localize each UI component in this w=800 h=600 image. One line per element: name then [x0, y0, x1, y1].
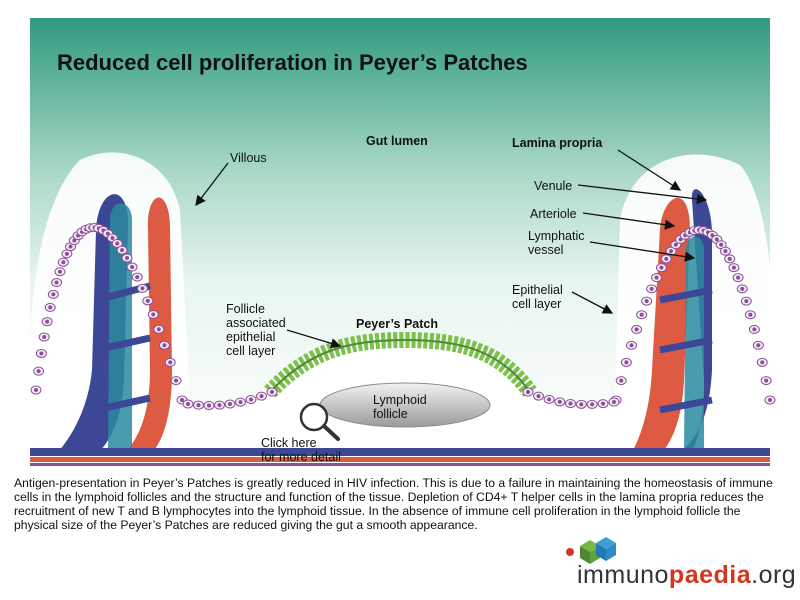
left-villus — [55, 194, 172, 455]
left-lymphatic-vessel — [108, 203, 132, 450]
label-arteriole: Arteriole — [530, 207, 577, 221]
label-follicle-associated-epithelium: Follicle associated epithelial cell laye… — [226, 302, 286, 358]
base-vessel-purple — [30, 463, 770, 466]
logo-suffix: .org — [751, 561, 797, 589]
label-venule: Venule — [534, 179, 573, 193]
label-gut-lumen: Gut lumen — [366, 134, 428, 148]
label-lamina-propria: Lamina propria — [512, 136, 603, 150]
label-epithelial-cell-layer: Epithelial cell layer — [512, 283, 563, 311]
immunopaedia-logo[interactable]: immunopaedia.org — [566, 536, 796, 596]
right-epithelial-cell-layer — [610, 225, 776, 405]
logo-accent: paedia — [668, 561, 752, 589]
label-villous: Villous — [230, 151, 267, 165]
right-arteriole — [630, 197, 690, 456]
left-arteriole — [122, 197, 172, 455]
logo-cubes-icon — [566, 537, 616, 564]
left-epithelial-cell-layer — [30, 223, 188, 405]
logo-prefix: immuno — [577, 561, 669, 589]
right-villus — [630, 189, 713, 456]
base-epithelial-cell-layer — [182, 387, 620, 410]
base-vessel-red — [30, 457, 770, 462]
click-here-link[interactable]: Click here for more detail — [261, 436, 341, 464]
label-lymphoid-follicle: Lymphoid follicle — [373, 393, 427, 421]
description-text: Antigen-presentation in Peyer’s Patches … — [14, 476, 773, 532]
annotation-arrows — [195, 149, 708, 349]
base-vessel-blue — [30, 448, 770, 456]
label-lymphatic-vessel: Lymphatic vessel — [528, 229, 585, 257]
page-title: Reduced cell proliferation in Peyer’s Pa… — [57, 50, 528, 75]
peyers-patch-diagram — [29, 18, 776, 466]
label-peyers-patch: Peyer’s Patch — [356, 317, 438, 331]
magnifier-icon[interactable] — [292, 399, 350, 447]
